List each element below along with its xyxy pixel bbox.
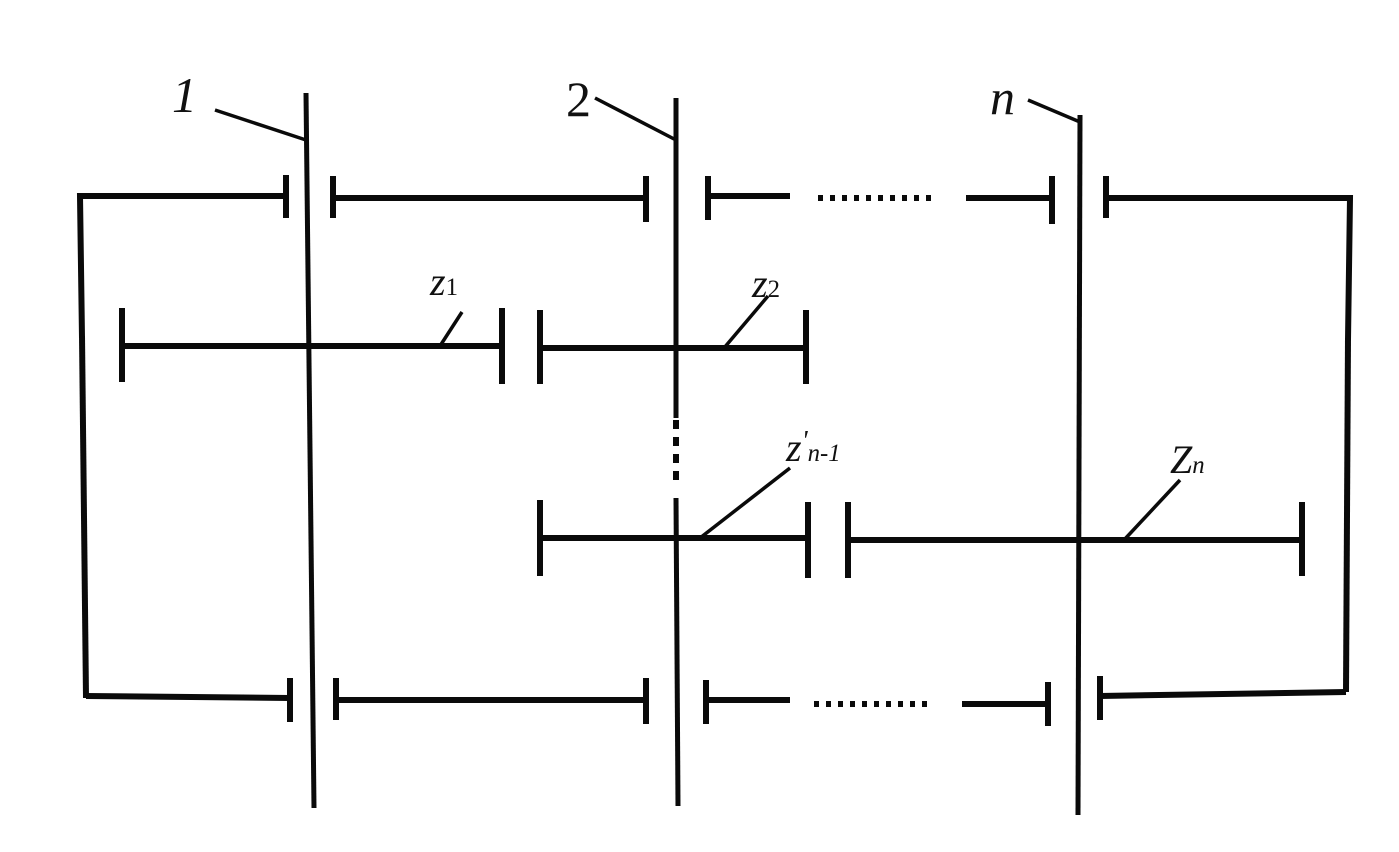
- label-gear-z-n-minus-1: z'n-1: [786, 428, 841, 468]
- shaft-2-lower: [673, 497, 681, 807]
- frame-right-side: [1343, 337, 1351, 693]
- label-gear-zn-letter: Z: [1170, 437, 1193, 482]
- leader-zn: [1122, 478, 1182, 542]
- label-gear-z-n-minus-1-sub: n-1: [807, 440, 841, 467]
- shaft-n: [1075, 114, 1083, 816]
- label-shaft-n: n: [990, 69, 1015, 125]
- shaft-1: [303, 92, 317, 809]
- label-shaft-2: 2: [566, 71, 591, 127]
- frame-top-left: [76, 193, 286, 339]
- label-gear-z2-sub: 2: [767, 276, 780, 303]
- leader-shaft-2: [594, 96, 677, 142]
- leader-shaft-n: [1027, 98, 1081, 124]
- leader-z2: [722, 294, 770, 350]
- leader-z-n-minus-1: [698, 466, 792, 540]
- frame-bottom-right: [1099, 689, 1347, 699]
- label-gear-z2-letter: z: [752, 261, 768, 306]
- label-gear-zn: Zn: [1170, 440, 1205, 480]
- label-gear-z2: z2: [752, 264, 780, 304]
- label-gear-z1: z1: [430, 262, 458, 302]
- frame-bottom-left: [85, 693, 291, 701]
- label-gear-z-n-minus-1-letter: z: [786, 425, 802, 470]
- label-gear-z1-letter: z: [430, 259, 446, 304]
- frame-left-side: [79, 335, 89, 699]
- leader-shaft-1: [214, 108, 307, 142]
- frame-top-right: [1106, 195, 1354, 341]
- label-gear-z-n-minus-1-prime: ': [801, 426, 808, 457]
- leader-z1: [438, 311, 464, 347]
- label-gear-zn-sub: n: [1192, 452, 1205, 479]
- label-shaft-1: 1: [172, 67, 197, 123]
- label-gear-z1-sub: 1: [445, 274, 458, 301]
